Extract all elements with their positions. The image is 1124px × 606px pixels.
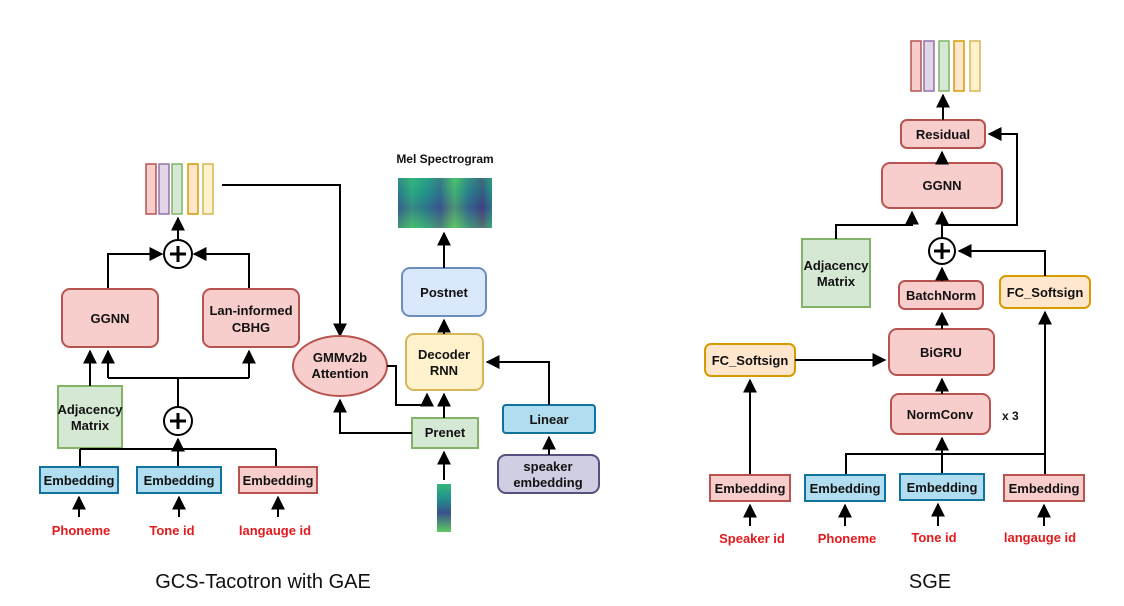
residual-box: Residual <box>900 119 986 149</box>
prenet-box: Prenet <box>411 417 479 449</box>
svg-text:Attention: Attention <box>311 366 368 381</box>
right-embedding-tone: Embedding <box>899 473 985 501</box>
left-fc-softsign-box: FC_Softsign <box>704 343 796 377</box>
right-caption: SGE <box>909 571 951 593</box>
decoder-rnn-box: Decoder RNN <box>405 333 484 391</box>
right-output-vector <box>910 40 981 92</box>
svg-text:FC_Softsign: FC_Softsign <box>1007 285 1084 300</box>
left-cbhg-label-2: CBHG <box>232 320 270 335</box>
left-sum-bottom <box>163 406 193 436</box>
left-caption: GCS-Tacotron with GAE <box>155 571 371 593</box>
svg-text:Embedding: Embedding <box>1009 481 1080 496</box>
svg-text:Embedding: Embedding <box>44 473 115 488</box>
left-embedding-tone: Embedding <box>136 466 222 494</box>
linear-box: Linear <box>502 404 596 434</box>
postnet-box: Postnet <box>401 267 487 317</box>
speaker-embedding-box: speaker embedding <box>497 454 600 494</box>
left-embedding-phoneme: Embedding <box>39 466 119 494</box>
right-embedding-language: Embedding <box>1003 474 1085 502</box>
svg-text:speaker: speaker <box>523 459 572 474</box>
left-embedding-language: Embedding <box>238 466 318 494</box>
svg-text:BatchNorm: BatchNorm <box>906 288 976 303</box>
left-sum-top <box>163 239 193 269</box>
right-adjacency-box: Adjacency Matrix <box>801 238 871 308</box>
left-attention-node: GMMv2b Attention <box>292 335 388 397</box>
svg-text:Decoder: Decoder <box>418 347 470 362</box>
mel-spectrogram-image <box>398 178 492 228</box>
svg-text:Embedding: Embedding <box>715 481 786 496</box>
svg-text:NormConv: NormConv <box>907 407 974 422</box>
svg-text:GGNN: GGNN <box>923 178 962 193</box>
svg-text:Matrix: Matrix <box>817 274 856 289</box>
right-sum <box>928 237 956 265</box>
left-adjacency-label-2: Matrix <box>71 418 110 433</box>
right-ggnn-box: GGNN <box>881 162 1003 209</box>
right-input-language: langauge id <box>1004 530 1076 545</box>
bigru-box: BiGRU <box>888 328 995 376</box>
svg-text:Embedding: Embedding <box>907 480 978 495</box>
svg-text:Postnet: Postnet <box>420 285 468 300</box>
right-input-phoneme: Phoneme <box>818 531 877 546</box>
right-input-tone: Tone id <box>911 530 956 545</box>
right-embedding-phoneme: Embedding <box>804 474 886 502</box>
right-fc-softsign-box: FC_Softsign <box>999 275 1091 309</box>
normconv-box: NormConv <box>890 393 991 435</box>
left-adjacency-label-1: Adjacency <box>57 402 123 417</box>
svg-text:Residual: Residual <box>916 127 970 142</box>
svg-text:FC_Softsign: FC_Softsign <box>712 353 789 368</box>
svg-text:BiGRU: BiGRU <box>920 345 962 360</box>
left-cbhg-label-1: Lan-informed <box>209 303 292 318</box>
svg-text:Embedding: Embedding <box>144 473 215 488</box>
svg-text:Adjacency: Adjacency <box>803 258 869 273</box>
left-input-language: langauge id <box>239 523 311 538</box>
decoder-input-frame <box>437 484 451 532</box>
mel-spectrogram-title: Mel Spectrogram <box>396 152 493 166</box>
left-adjacency-box: Adjacency Matrix <box>57 385 123 449</box>
left-input-phoneme: Phoneme <box>52 523 111 538</box>
batchnorm-box: BatchNorm <box>898 280 984 310</box>
right-input-speaker: Speaker id <box>719 531 785 546</box>
svg-text:Linear: Linear <box>529 412 568 427</box>
left-ggnn-label: GGNN <box>91 311 130 326</box>
svg-text:Embedding: Embedding <box>810 481 881 496</box>
left-input-tone: Tone id <box>149 523 194 538</box>
svg-text:Prenet: Prenet <box>425 425 466 440</box>
svg-text:RNN: RNN <box>430 363 458 378</box>
svg-text:GMMv2b: GMMv2b <box>313 350 367 365</box>
svg-text:embedding: embedding <box>513 475 582 490</box>
left-cbhg-box: Lan-informed CBHG <box>202 288 300 348</box>
left-ggnn-box: GGNN <box>61 288 159 348</box>
right-embedding-speaker: Embedding <box>709 474 791 502</box>
normconv-repeat-label: x 3 <box>1002 409 1019 423</box>
svg-text:Embedding: Embedding <box>243 473 314 488</box>
left-output-vector <box>145 163 214 215</box>
